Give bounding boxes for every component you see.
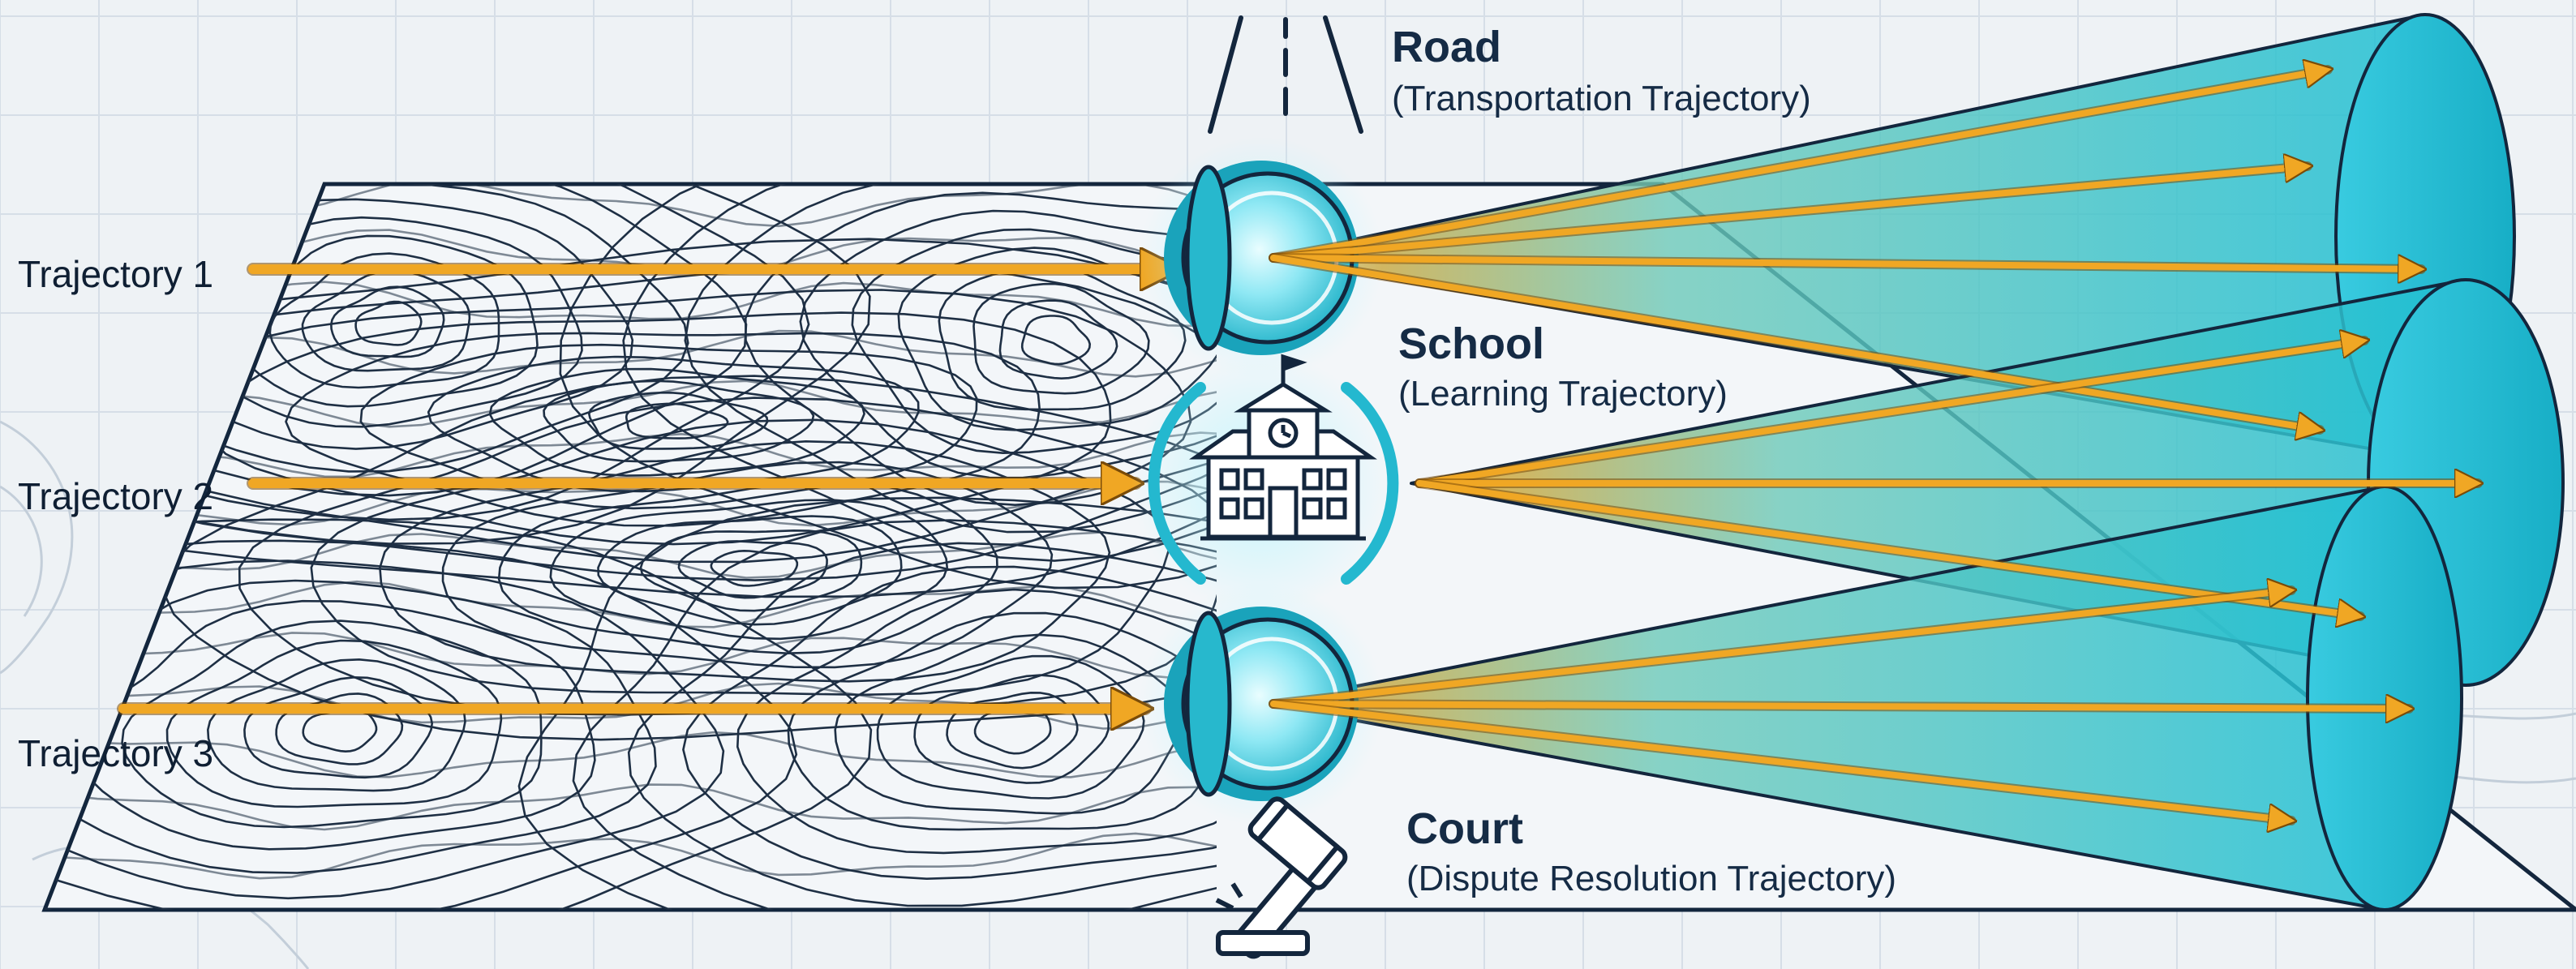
- fan-3-arrow-3: [1270, 701, 2291, 821]
- fan-2-arrow-3: [1416, 480, 2360, 616]
- fan-1-arrow-2: [1270, 166, 2308, 261]
- school-title: School: [1398, 319, 1544, 368]
- court-subtitle: (Dispute Resolution Trajectory): [1406, 859, 1896, 898]
- court-title: Court: [1406, 804, 1523, 853]
- road-title: Road: [1392, 23, 1501, 71]
- incoming-arrows: [117, 269, 1174, 709]
- school-building-icon: [1189, 354, 1377, 541]
- court-node-lens: [1140, 582, 1383, 825]
- cone-3-mouth: [2306, 485, 2463, 911]
- fan-1-arrow-4: [1270, 255, 2320, 430]
- trajectory-3-label: Trajectory 3: [18, 732, 213, 774]
- trajectory-2-label: Trajectory 2: [18, 475, 213, 517]
- road-icon: [1208, 15, 1363, 134]
- trajectory-1-label: Trajectory 1: [18, 253, 213, 295]
- fan-1-arrow-3: [1270, 258, 2421, 269]
- school-node: [1131, 354, 1399, 613]
- road-node-lens: [1140, 136, 1383, 379]
- fan-3-arrow-2: [1270, 704, 2409, 709]
- fan-2-arrow-1: [1416, 341, 2364, 487]
- fan-1-arrow-1: [1270, 70, 2328, 261]
- road-subtitle: (Transportation Trajectory): [1392, 79, 1811, 118]
- school-subtitle: (Learning Trajectory): [1398, 374, 1728, 414]
- gavel-icon: [1215, 796, 1348, 959]
- outgoing-arrows: [1269, 70, 2478, 821]
- fan-3-arrow-1: [1270, 590, 2291, 707]
